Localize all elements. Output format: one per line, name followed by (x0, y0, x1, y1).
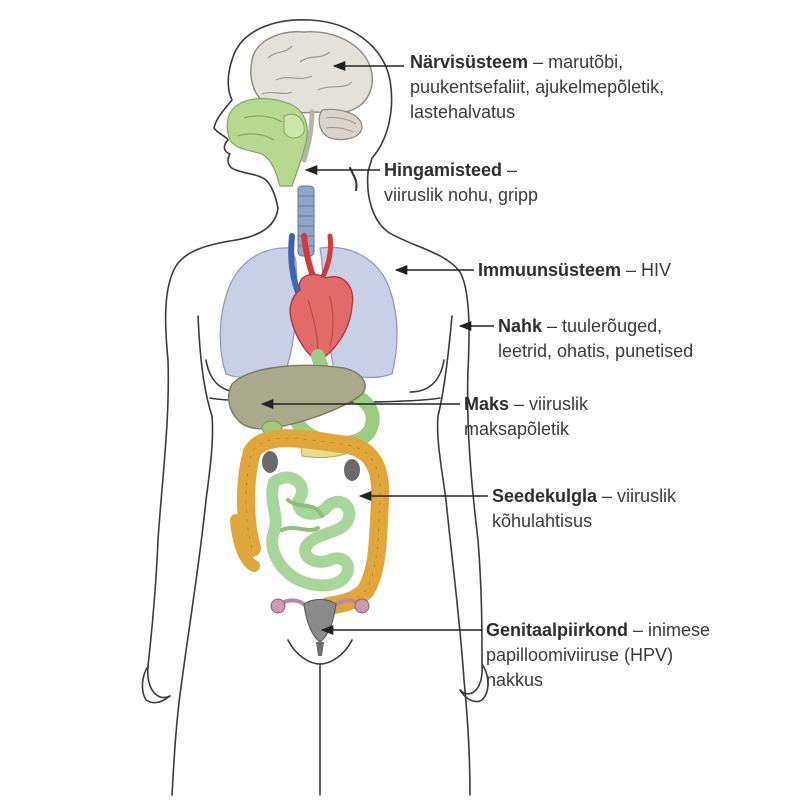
label-text: viiruslik nohu, gripp (384, 185, 539, 205)
label-text: leetrid, ohatis, punetised (498, 341, 694, 361)
label-text: maksapõletik (464, 419, 570, 439)
label-term: Seedekulgla (492, 486, 598, 506)
label-term: Närvisüsteem (410, 52, 529, 72)
label-text: – HIV (621, 260, 672, 280)
label-seedekulgla: Seedekulgla – viiruslik kõhulahtisus (492, 484, 676, 534)
label-text: – viiruslik (597, 486, 677, 506)
label-term: Genitaalpiirkond (486, 620, 629, 640)
label-term: Hingamisteed (384, 160, 503, 180)
small-intestine (266, 471, 356, 592)
label-narvisusteem: Närvisüsteem – marutõbi, puukentsefaliit… (410, 50, 664, 125)
label-hingamisteed: Hingamisteed – viiruslik nohu, gripp (384, 158, 538, 208)
label-text: – (502, 160, 518, 180)
label-nahk: Nahk – tuulerõuged, leetrid, ohatis, pun… (498, 314, 693, 364)
label-text: kõhulahtisus (492, 511, 593, 531)
label-text: nakkus (486, 670, 544, 690)
label-term: Maks (464, 394, 510, 414)
label-text: – viiruslik (509, 394, 589, 414)
label-text: papilloomiviiruse (HPV) (486, 645, 674, 665)
label-text: lastehalvatus (410, 102, 516, 122)
label-genitaalpiirkond: Genitaalpiirkond – inimese papilloomivii… (486, 618, 710, 693)
heart (288, 233, 354, 363)
label-text: – tuulerõuged, (542, 316, 663, 336)
label-maks: Maks – viiruslik maksapõletik (464, 392, 588, 442)
label-text: puukentsefaliit, ajukelmepõletik, (410, 77, 665, 97)
label-text: – marutõbi, (528, 52, 624, 72)
leader-arrows (260, 60, 494, 636)
label-term: Nahk (498, 316, 543, 336)
large-intestine (230, 429, 390, 615)
label-term: Immuunsüsteem (478, 260, 622, 280)
airway (226, 98, 308, 187)
body-outline (141, 19, 489, 796)
label-text: – inimese (628, 620, 711, 640)
label-immuunsusteem: Immuunsüsteem – HIV (478, 258, 671, 283)
